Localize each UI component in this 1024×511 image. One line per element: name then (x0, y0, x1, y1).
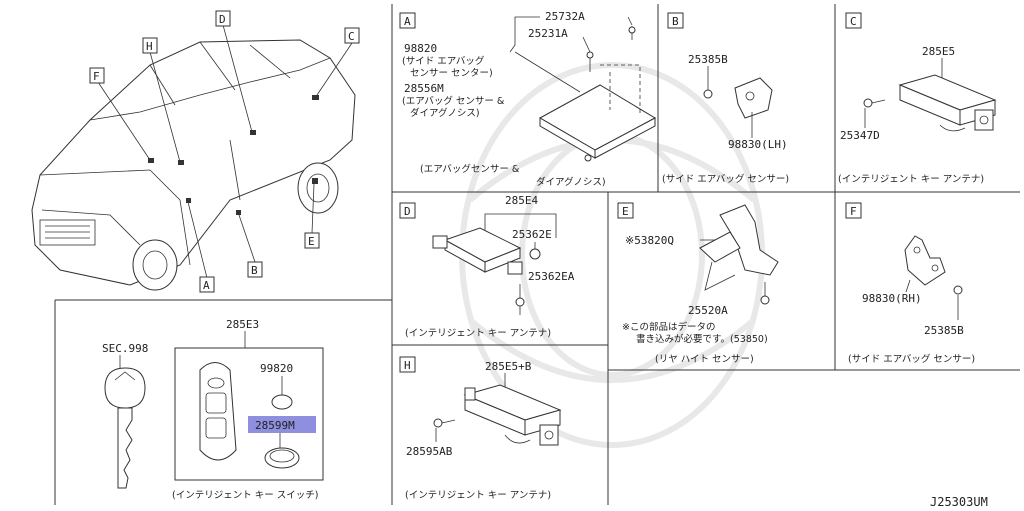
part-285E5: 285E5 (922, 45, 955, 58)
section-H-caption: (インテリジェント キー アンテナ) (405, 490, 551, 501)
part-285E5-B: 285E5+B (485, 360, 532, 373)
vehicle-illustration (31, 39, 356, 291)
callout-B[interactable]: B (251, 264, 258, 277)
diagram-id: J25303UM (930, 495, 988, 509)
part-53820Q: ※53820Q (625, 234, 674, 247)
section-E-note-1: ※この部品はデータの (622, 321, 715, 333)
callout-D[interactable]: D (219, 13, 226, 26)
section-E-note-2: 書き込みが必要です。(53850) (636, 333, 768, 345)
part-285E4: 285E4 (505, 194, 538, 207)
section-letter-A: A (404, 15, 411, 28)
section-E-caption: (リヤ ハイト センサー) (655, 354, 754, 365)
callout-leaders (97, 24, 353, 279)
section-letter-F: F (850, 205, 857, 218)
part-98820-desc-2: センサー センター) (410, 68, 493, 79)
section-letter-C: C (850, 15, 857, 28)
part-98820: 98820 (404, 42, 437, 55)
section-C-caption: (インテリジェント キー アンテナ) (838, 174, 984, 185)
key-section: SEC.998 285E3 99820 28599M (インテリジェント キー … (102, 318, 324, 501)
part-25362E: 25362E (512, 228, 552, 241)
part-28595AB: 28595AB (406, 445, 453, 458)
part-28599M: 28599M (255, 419, 295, 432)
callout-F[interactable]: F (93, 70, 100, 83)
grid-lines (54, 4, 1020, 505)
part-SEC998: SEC.998 (102, 342, 148, 355)
callout-E[interactable]: E (308, 235, 315, 248)
section-D: D 285E4 25362E 25362EA (インテリジェント キー アンテナ… (399, 194, 575, 339)
section-A: A 25732A 25231A 98820 (サイド エアバッグ センサー セン… (399, 10, 657, 188)
part-25347D: 25347D (840, 129, 880, 142)
section-A-caption-2: ダイアグノシス) (536, 176, 606, 188)
callout-C[interactable]: C (348, 30, 355, 43)
part-25362EA: 25362EA (528, 270, 575, 283)
part-25385B-lh: 25385B (688, 53, 728, 66)
part-285E3: 285E3 (226, 318, 259, 331)
part-28599M-highlight (248, 416, 316, 433)
vehicle-callouts[interactable]: F H D C A B E (89, 10, 360, 293)
callout-H[interactable]: H (146, 40, 153, 53)
section-C: C 285E5 25347D (インテリジェント キー アンテナ) (838, 12, 997, 185)
callout-A[interactable]: A (203, 279, 210, 292)
part-25231A: 25231A (528, 27, 568, 40)
section-letter-B: B (672, 15, 679, 28)
key-section-caption: (インテリジェント キー スイッチ) (172, 490, 318, 501)
part-28556M: 28556M (404, 82, 444, 95)
part-25732A: 25732A (545, 10, 585, 23)
section-B-caption: (サイド エアバッグ センサー) (662, 173, 789, 185)
section-letter-E: E (622, 205, 629, 218)
part-28556M-desc-1: (エアバッグ センサー & (402, 95, 505, 107)
section-F: F 98830(RH) 25385B (サイド エアバッグ センサー) (845, 202, 975, 365)
section-letter-D: D (404, 205, 411, 218)
part-98830-lh: 98830(LH) (728, 138, 788, 151)
section-E: E ※53820Q 25520A ※この部品はデータの 書き込みが必要です。(5… (617, 202, 779, 365)
part-98820-desc-1: (サイド エアバッグ (402, 55, 485, 67)
part-25385B-rh: 25385B (924, 324, 964, 337)
section-H: H 285E5+B 28595AB (インテリジェント キー アンテナ) (399, 356, 562, 501)
part-98830-rh: 98830(RH) (862, 292, 922, 305)
section-letter-H: H (404, 359, 411, 372)
part-99820: 99820 (260, 362, 293, 375)
section-D-caption: (インテリジェント キー アンテナ) (405, 328, 551, 339)
part-28556M-desc-2: ダイアグノシス) (410, 107, 480, 119)
section-A-caption-1: (エアバッグセンサー & (420, 163, 520, 175)
section-F-caption: (サイド エアバッグ センサー) (848, 353, 975, 365)
part-25520A: 25520A (688, 304, 728, 317)
section-B: B 25385B 98830(LH) (サイド エアバッグ センサー) (662, 12, 789, 185)
